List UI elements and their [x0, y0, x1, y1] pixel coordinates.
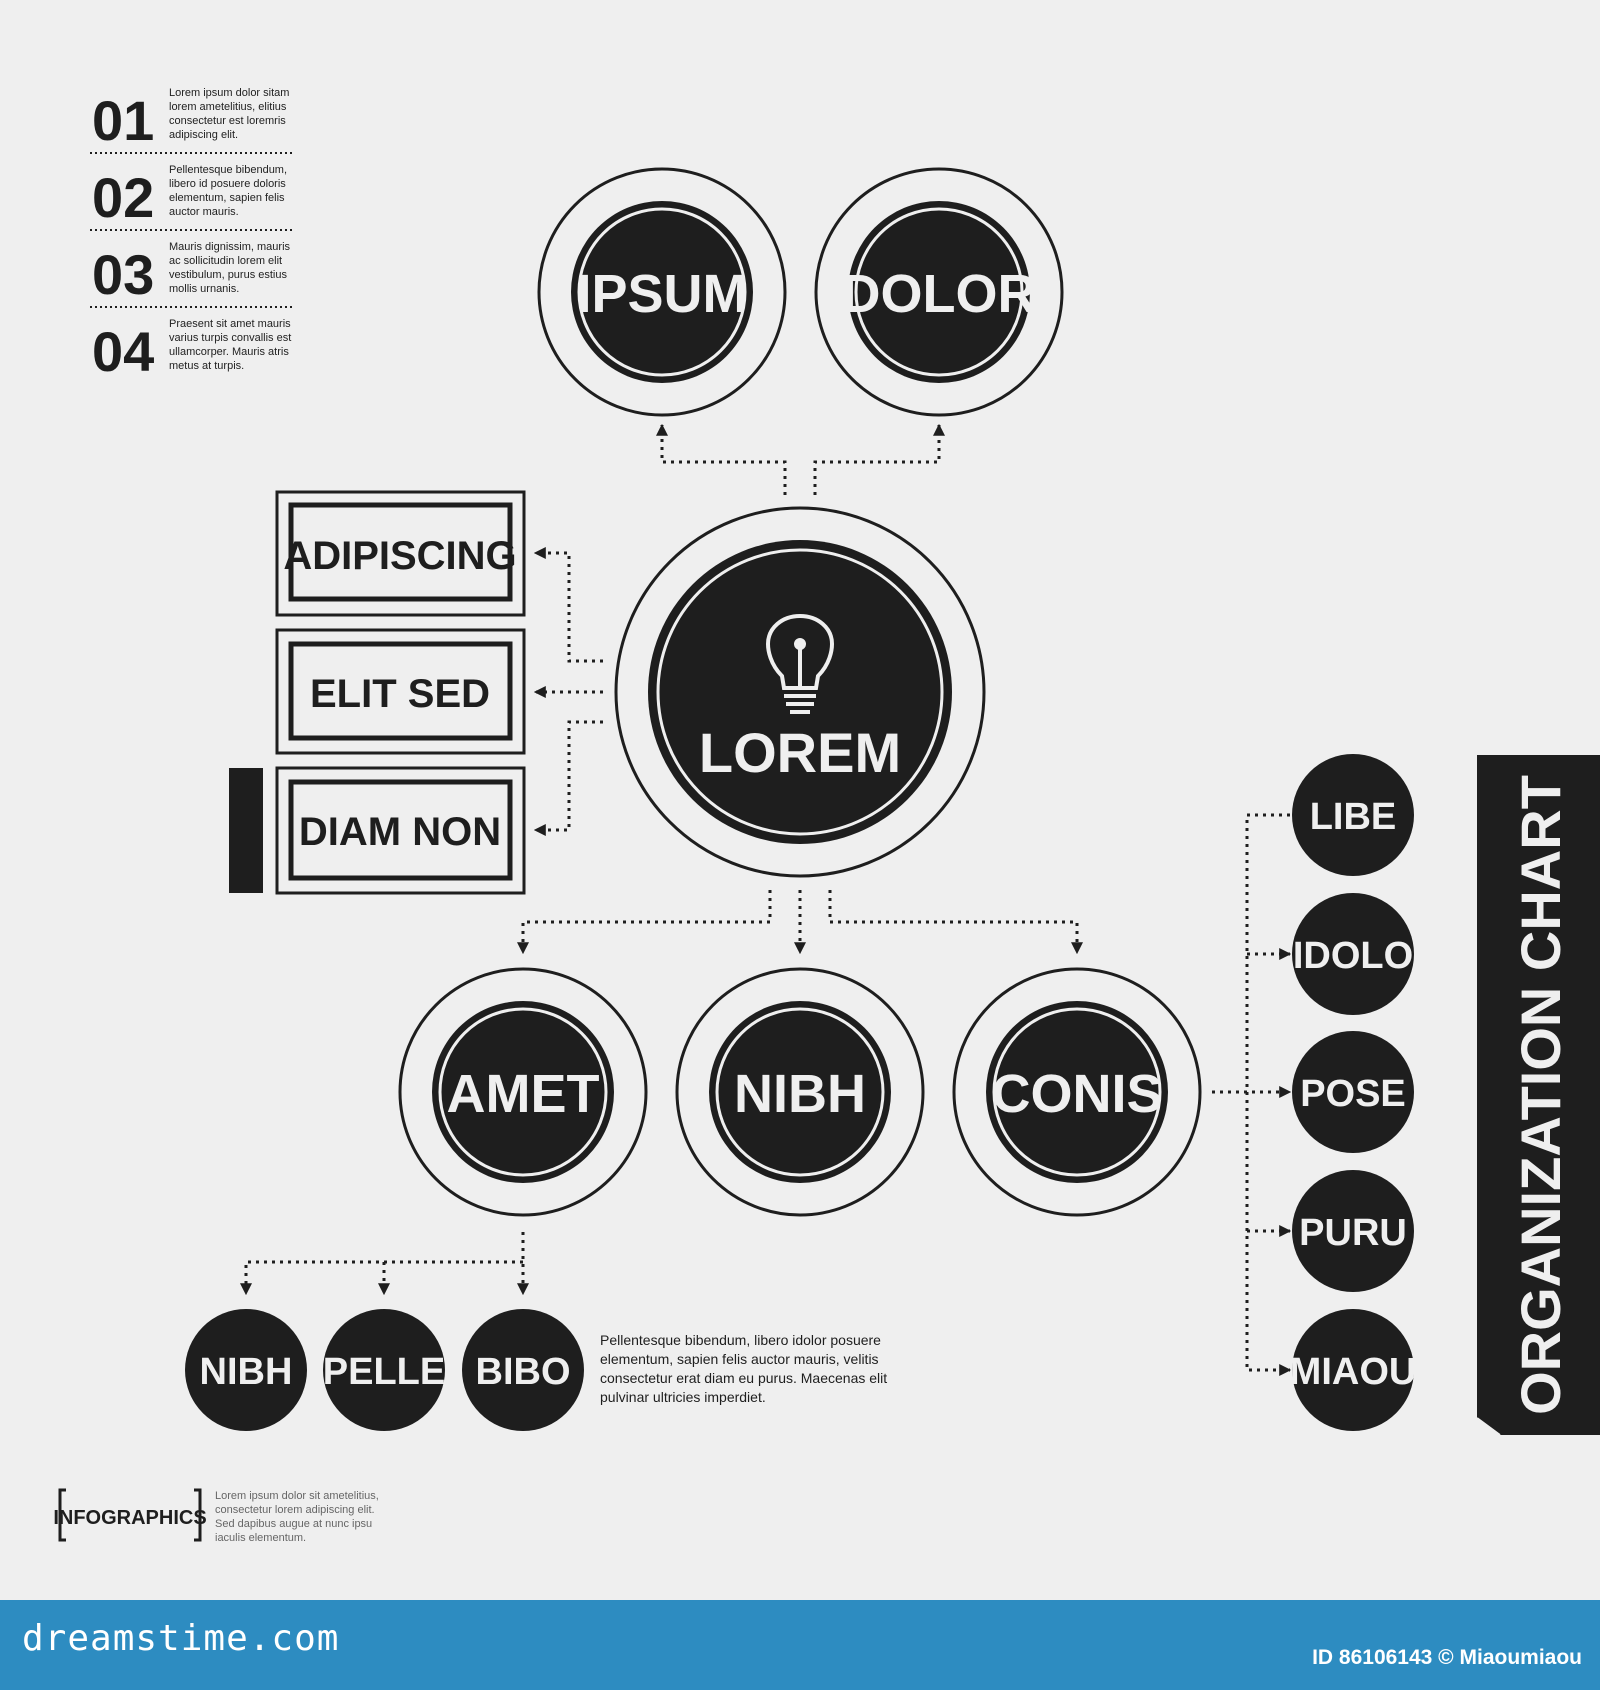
node-label: DOLOR [842, 264, 1037, 324]
node-dolor[interactable]: DOLOR [814, 167, 1064, 417]
node-label: LIBE [1310, 796, 1397, 838]
node-ipsum[interactable]: IPSUM [537, 167, 787, 417]
node-idolo[interactable]: IDOLO [1292, 893, 1414, 1015]
paragraph-line: pulvinar ultricies imperdiet. [600, 1389, 766, 1405]
paragraph-line: consectetur erat diam eu purus. Maecenas… [600, 1370, 887, 1386]
list-item: 03 Mauris dignissim, mauris ac sollicitu… [92, 241, 291, 306]
paragraph-line: elementum, sapien felis auctor mauris, v… [600, 1351, 879, 1367]
list-text-line: adipiscing elit. [169, 129, 238, 141]
list-text-line: libero id posuere doloris [169, 178, 286, 190]
node-label: PURU [1299, 1212, 1407, 1254]
list-text-line: ac sollicitudin lorem elit [169, 255, 282, 267]
list-text-line: Praesent sit amet mauris [169, 318, 291, 330]
list-text-line: ullamcorper. Mauris atris [169, 346, 289, 358]
paragraph-line: Pellentesque bibendum, libero idolor pos… [600, 1332, 881, 1348]
footer-logo[interactable]: dreamstime.com [22, 1618, 340, 1659]
accent-bar [229, 768, 263, 893]
box-label: ELIT SED [310, 672, 490, 716]
list-item: 04 Praesent sit amet mauris varius turpi… [92, 318, 291, 383]
node-label: AMET [447, 1064, 600, 1124]
list-text-line: lorem ametelitius, elitius [169, 101, 287, 113]
node-pelle[interactable]: PELLE [323, 1309, 445, 1431]
node-miaou[interactable]: MIAOU [1290, 1309, 1417, 1431]
node-nibh[interactable]: NIBH [675, 967, 925, 1217]
list-text-line: Mauris dignissim, mauris [169, 241, 291, 253]
box-adipiscing[interactable]: ADIPISCING [275, 490, 526, 617]
numbered-list: 01 Lorem ipsum dolor sitam lorem ameteli… [90, 87, 294, 383]
list-number: 01 [92, 89, 154, 152]
connector-arrow [533, 547, 603, 663]
node-lorem[interactable]: LOREM [614, 506, 986, 878]
connector-arrow [1245, 813, 1292, 1376]
infographics-text-line: Sed dapibus augue at nunc ipsu [215, 1518, 372, 1530]
node-label: LOREM [699, 721, 901, 784]
node-label: NIBH [734, 1064, 866, 1124]
box-elit-sed[interactable]: ELIT SED [275, 628, 526, 755]
list-number: 02 [92, 166, 154, 229]
node-label: NIBH [200, 1351, 293, 1393]
infographics-block: INFOGRAPHICS Lorem ipsum dolor sit amete… [53, 1488, 379, 1544]
list-number: 03 [92, 243, 154, 306]
node-libe[interactable]: LIBE [1292, 754, 1414, 876]
infographics-text-line: consectetur lorem adipiscing elit. [215, 1504, 375, 1516]
infographics-text-line: iaculis elementum. [215, 1532, 306, 1544]
node-label: IPSUM [576, 264, 747, 324]
node-pose[interactable]: POSE [1292, 1031, 1414, 1153]
list-text-line: varius turpis convallis est [169, 332, 291, 344]
list-text-line: consectetur est loremris [169, 115, 286, 127]
banner-title: ORGANIZATION CHART [1509, 775, 1572, 1415]
node-bottom-nibh[interactable]: NIBH [185, 1309, 307, 1431]
node-label: IDOLO [1293, 935, 1413, 977]
list-text-line: vestibulum, purus estius [169, 269, 287, 281]
node-label: CONIS [991, 1064, 1162, 1124]
lightbulb-icon [765, 613, 835, 714]
connector-arrow [240, 1260, 523, 1296]
box-label: ADIPISCING [283, 534, 516, 578]
connector-arrow [656, 423, 787, 495]
list-text-line: Lorem ipsum dolor sitam [169, 87, 289, 99]
connector-arrow [517, 890, 772, 955]
connector-arrow [813, 423, 945, 495]
title-banner: ORGANIZATION CHART [1476, 755, 1600, 1436]
list-text-line: metus at turpis. [169, 360, 244, 372]
connector-arrow [828, 890, 1083, 955]
footer-bar: dreamstime.com ID 86106143 © Miaoumiaou [0, 1600, 1600, 1690]
infographics-label: INFOGRAPHICS [53, 1507, 206, 1529]
node-label: BIBO [476, 1351, 571, 1393]
list-text-line: mollis urnanis. [169, 283, 239, 295]
bottom-paragraph: Pellentesque bibendum, libero idolor pos… [600, 1332, 887, 1405]
node-label: PELLE [323, 1351, 445, 1393]
connectors [240, 423, 1292, 1376]
box-label: DIAM NON [299, 810, 501, 854]
list-item: 01 Lorem ipsum dolor sitam lorem ameteli… [92, 87, 289, 152]
list-text-line: auctor mauris. [169, 206, 239, 218]
node-conis[interactable]: CONIS [952, 967, 1202, 1217]
node-amet[interactable]: AMET [398, 967, 648, 1217]
footer-id: ID 86106143 © Miaoumiaou [1312, 1646, 1582, 1669]
connector-arrow [533, 720, 603, 836]
node-bibo[interactable]: BIBO [462, 1309, 584, 1431]
infographics-text-line: Lorem ipsum dolor sit ametelitius, [215, 1490, 379, 1502]
box-diam-non[interactable]: DIAM NON [275, 766, 526, 895]
node-label: POSE [1300, 1073, 1406, 1115]
list-text-line: elementum, sapien felis [169, 192, 285, 204]
list-text-line: Pellentesque bibendum, [169, 164, 287, 176]
node-puru[interactable]: PURU [1292, 1170, 1414, 1292]
list-item: 02 Pellentesque bibendum, libero id posu… [92, 164, 287, 229]
list-number: 04 [92, 320, 154, 383]
node-label: MIAOU [1290, 1351, 1417, 1393]
